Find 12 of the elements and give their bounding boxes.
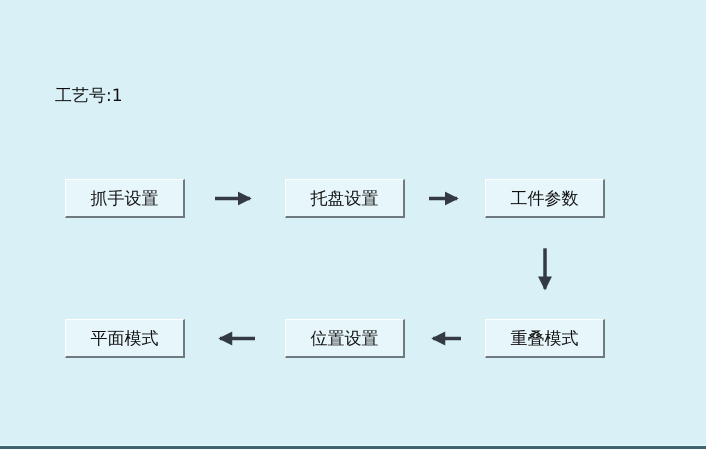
- step-button: 工件参数: [485, 179, 605, 218]
- step-button: 平面模式: [65, 319, 185, 358]
- arrow: [431, 332, 461, 346]
- step-button: 重叠模式: [485, 319, 605, 358]
- step-button: 抓手设置: [65, 179, 185, 218]
- step-button: 位置设置: [285, 319, 405, 358]
- arrow: [429, 192, 459, 206]
- process-number-label: 工艺号:1: [55, 85, 123, 107]
- arrow: [218, 332, 255, 346]
- arrow: [215, 192, 252, 206]
- arrow: [538, 248, 552, 290]
- step-button: 托盘设置: [285, 179, 405, 218]
